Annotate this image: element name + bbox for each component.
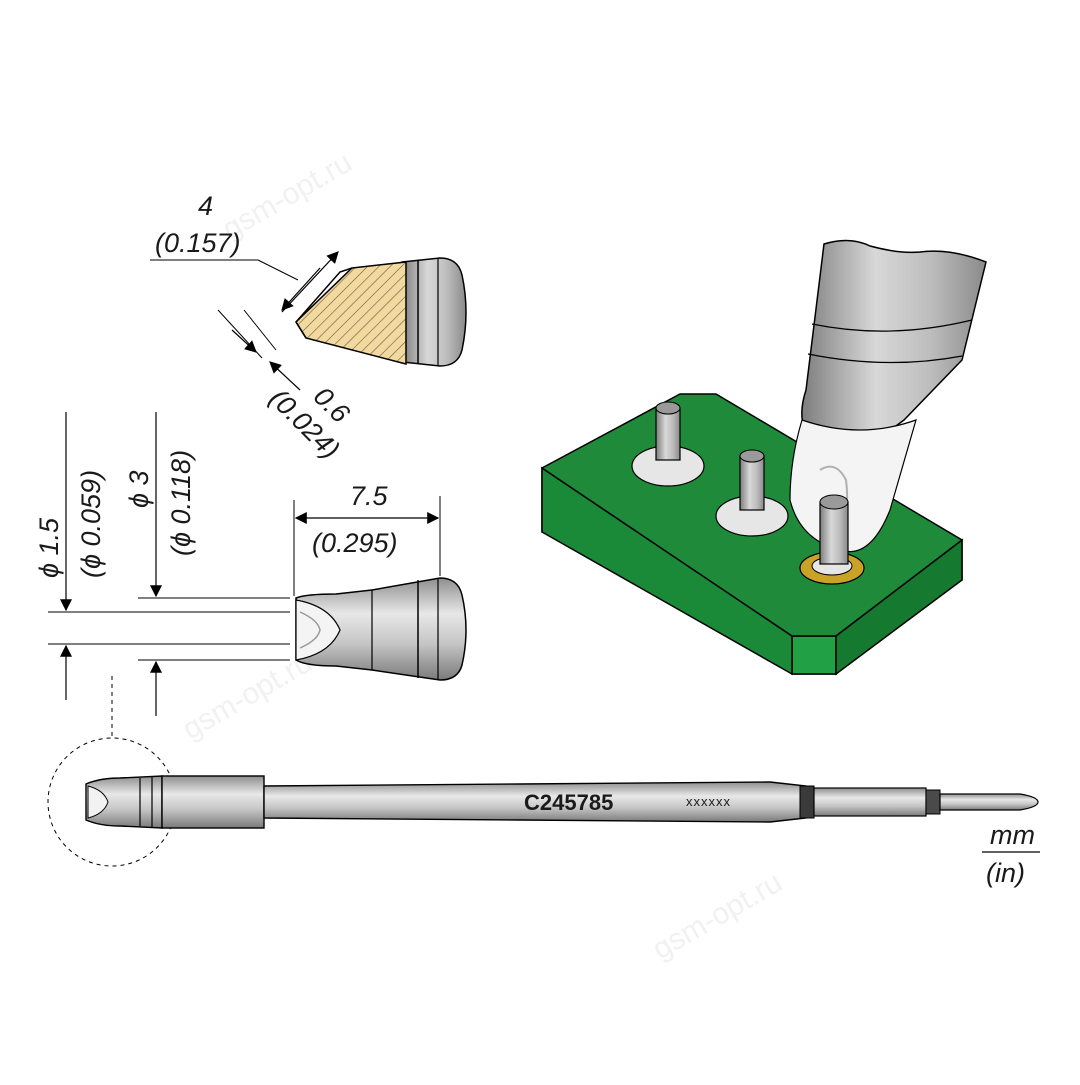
- diameter-small-mm: ϕ 1.5: [34, 517, 64, 578]
- part-number: C245785: [524, 790, 613, 815]
- pcb-illustration: [540, 239, 987, 676]
- face-width-in: (0.157): [155, 228, 241, 258]
- diameter-large-in: (ϕ 0.118): [166, 450, 196, 556]
- tinned-area: [295, 261, 407, 365]
- tip-front-view: ϕ 1.5 (ϕ 0.059) ϕ 3 (ϕ 0.118) 7.5 (0.295…: [34, 412, 467, 740]
- diameter-large-mm: ϕ 3: [124, 470, 154, 508]
- cartridge-view: C245785 xxxxxx: [47, 737, 1039, 867]
- watermark-4: gsm-opt.ru: [647, 866, 788, 966]
- units-primary: mm: [990, 820, 1035, 850]
- tip-profile-view: 4 (0.157) 0.6 (0.024): [150, 191, 467, 465]
- lot-code: xxxxxx: [686, 794, 731, 809]
- tip-length-mm: 7.5: [350, 481, 389, 511]
- tip-length-in: (0.295): [312, 528, 398, 558]
- diameter-small-in: (ϕ 0.059): [76, 470, 106, 578]
- face-width-mm: 4: [198, 191, 213, 221]
- units-secondary: (in): [986, 858, 1025, 888]
- units-label: mm (in): [982, 820, 1040, 888]
